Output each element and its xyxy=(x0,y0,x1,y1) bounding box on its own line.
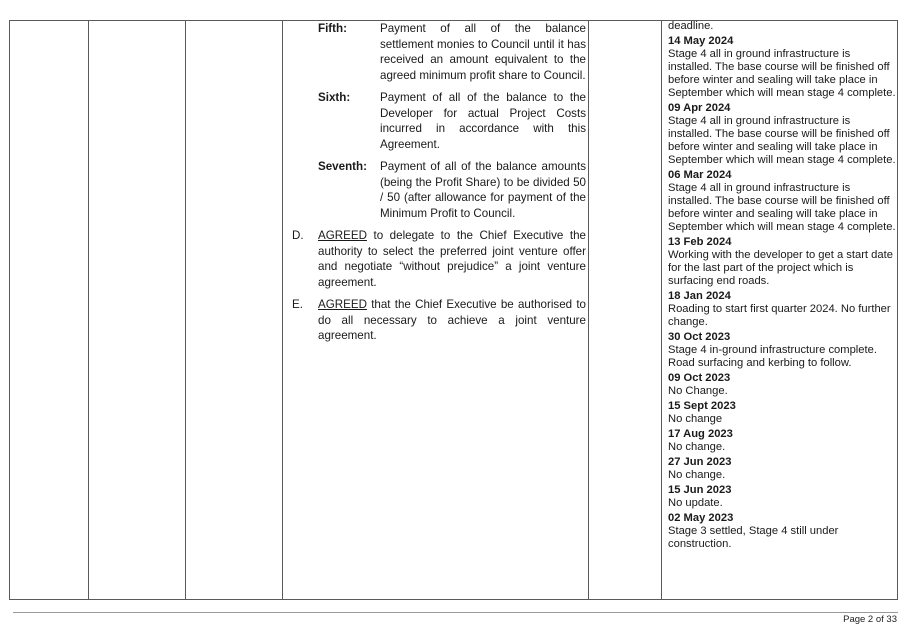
column-divider xyxy=(661,20,662,600)
footer-divider xyxy=(13,612,898,613)
update-text: Stage 4 all in ground infrastructure is … xyxy=(668,115,896,166)
priority-text: Payment of all of the balance amounts (b… xyxy=(380,160,586,220)
update-text: No Change. xyxy=(668,385,728,397)
resolution-text: AGREED to delegate to the Chief Executiv… xyxy=(318,228,586,290)
update-date: 02 May 2023 xyxy=(668,512,734,524)
update-text: No update. xyxy=(668,497,723,509)
resolution-cell: Fifth: Payment of all of the balance set… xyxy=(292,21,586,351)
update-text: Stage 4 in-ground infrastructure complet… xyxy=(668,344,877,369)
update-date: 06 Mar 2024 xyxy=(668,169,732,181)
update-date: 09 Oct 2023 xyxy=(668,372,731,384)
priority-label: Sixth: xyxy=(318,91,351,104)
update-text: No change. xyxy=(668,441,726,453)
column-divider xyxy=(185,20,186,600)
resolution-keyword: AGREED xyxy=(318,229,367,242)
column-divider xyxy=(282,20,283,600)
update-text: Stage 4 all in ground infrastructure is … xyxy=(668,182,896,233)
column-divider xyxy=(88,20,89,600)
update-date: 15 Jun 2023 xyxy=(668,484,732,496)
resolution-body: to delegate to the Chief Executive the a… xyxy=(318,229,586,289)
update-text: No change. xyxy=(668,469,726,481)
resolution-text: AGREED that the Chief Executive be autho… xyxy=(318,297,586,344)
priority-label: Seventh: xyxy=(318,160,367,173)
update-text: Stage 4 all in ground infrastructure is … xyxy=(668,48,896,99)
payment-priority-item: Sixth: Payment of all of the balance to … xyxy=(292,90,586,152)
payment-priority-item: Fifth: Payment of all of the balance set… xyxy=(292,21,586,83)
priority-text: Payment of all of the balance settlement… xyxy=(380,22,586,82)
lead-text: deadline. xyxy=(668,20,714,32)
resolution-item: D. AGREED to delegate to the Chief Execu… xyxy=(292,228,586,290)
update-text: Roading to start first quarter 2024. No … xyxy=(668,303,891,328)
report-table xyxy=(9,20,898,600)
update-date: 18 Jan 2024 xyxy=(668,290,731,302)
column-divider xyxy=(588,20,589,600)
update-date: 14 May 2024 xyxy=(668,35,734,47)
update-date: 13 Feb 2024 xyxy=(668,236,732,248)
page-number: Page 2 of 33 xyxy=(843,614,897,625)
update-text: Working with the developer to get a star… xyxy=(668,249,893,287)
update-text: Stage 3 settled, Stage 4 still under con… xyxy=(668,525,839,550)
update-date: 27 Jun 2023 xyxy=(668,456,732,468)
resolution-marker: D. xyxy=(292,229,304,242)
resolution-keyword: AGREED xyxy=(318,298,367,311)
resolution-body: that the Chief Executive be authorised t… xyxy=(318,298,586,342)
update-date: 17 Aug 2023 xyxy=(668,428,733,440)
update-text: No change xyxy=(668,413,723,425)
priority-label: Fifth: xyxy=(318,22,347,35)
update-date: 30 Oct 2023 xyxy=(668,331,731,343)
payment-priority-item: Seventh: Payment of all of the balance a… xyxy=(292,159,586,221)
update-date: 15 Sept 2023 xyxy=(668,400,736,412)
resolution-marker: E. xyxy=(292,298,303,311)
update-date: 09 Apr 2024 xyxy=(668,102,731,114)
priority-text: Payment of all of the balance to the Dev… xyxy=(380,91,586,151)
resolution-item: E. AGREED that the Chief Executive be au… xyxy=(292,297,586,344)
